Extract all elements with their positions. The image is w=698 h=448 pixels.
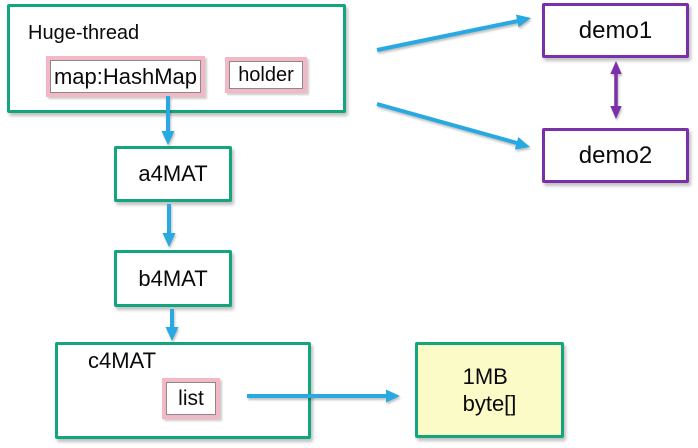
node-c4mat-label: c4MAT	[88, 348, 157, 373]
arrow-b4mat-to-c4mat-icon	[165, 309, 179, 341]
node-a4mat: a4MAT	[114, 146, 232, 202]
node-huge-thread: Huge-thread map:HashMap holder	[7, 4, 346, 113]
node-holder-label: holder	[238, 63, 294, 86]
node-byte-array: 1MB byte[]	[415, 342, 564, 438]
node-list: list	[162, 378, 220, 419]
arrow-hugethread-to-demo1-icon	[376, 14, 531, 52]
node-demo1-label: demo1	[578, 16, 653, 44]
arrow-a4mat-to-b4mat-icon	[162, 204, 176, 247]
node-holder: holder	[225, 57, 307, 93]
byte-array-size: 1MB	[462, 364, 508, 389]
node-byte-array-label: 1MB byte[]	[463, 363, 517, 417]
arrow-demo1-demo2-bidirectional-icon	[610, 61, 622, 119]
node-b4mat-label: b4MAT	[138, 265, 208, 291]
arrow-hugethread-to-demo2-icon	[376, 102, 530, 150]
node-demo1: demo1	[542, 3, 689, 58]
node-demo2-label: demo2	[578, 141, 653, 169]
node-map-hashmap-label: map:HashMap	[53, 63, 198, 89]
node-b4mat: b4MAT	[114, 250, 232, 307]
node-a4mat-label: a4MAT	[138, 161, 208, 186]
node-list-label: list	[178, 386, 204, 410]
node-c4mat: c4MAT list	[55, 342, 311, 439]
node-map-hashmap: map:HashMap	[46, 56, 205, 97]
byte-array-type: byte[]	[462, 391, 517, 416]
node-huge-thread-label: Huge-thread	[28, 22, 140, 44]
node-demo2: demo2	[542, 128, 689, 183]
